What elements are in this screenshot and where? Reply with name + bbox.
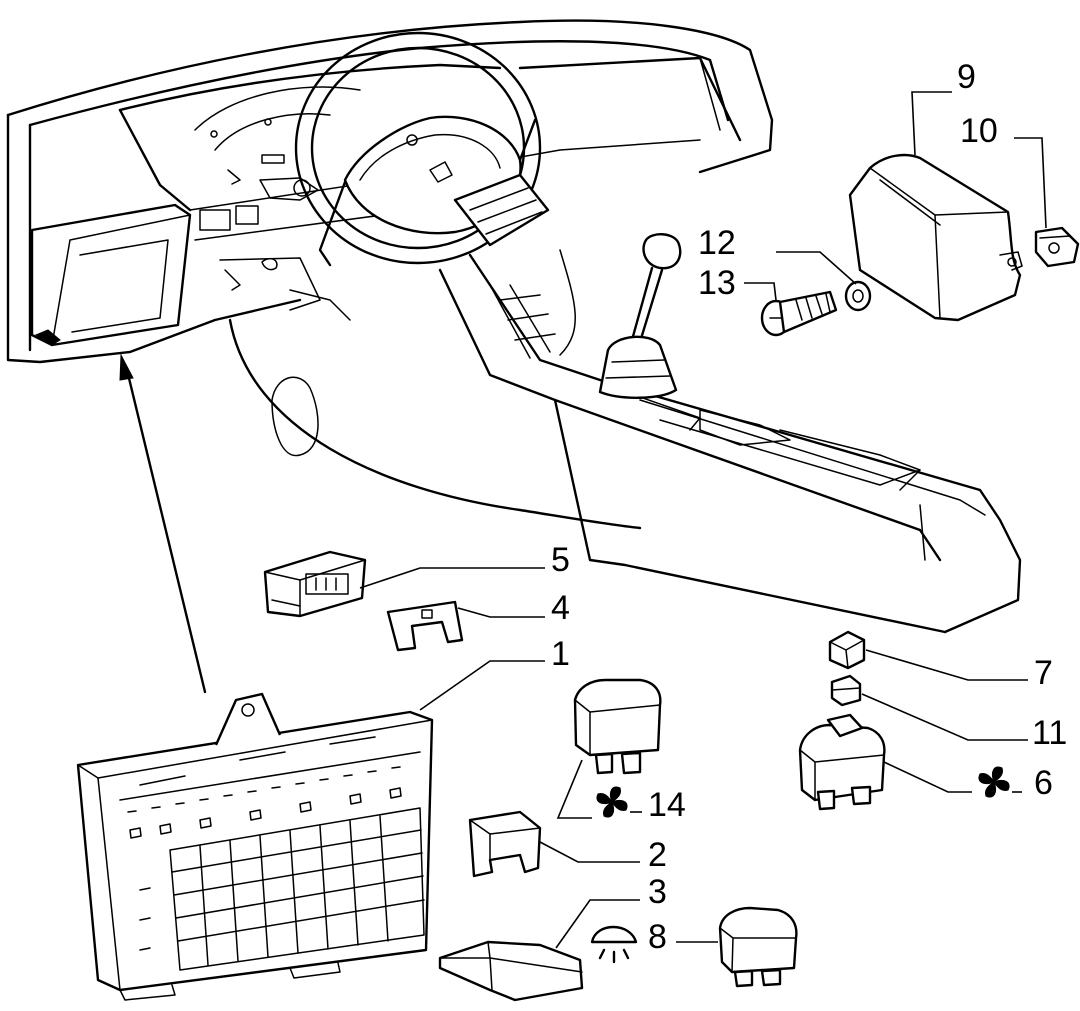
location-arrow: [119, 353, 207, 694]
fan-symbol-icon: [978, 766, 1010, 798]
lamp-symbol-icon: [590, 925, 638, 964]
callout-1: 1: [551, 635, 570, 673]
callout-7: 7: [1034, 654, 1053, 692]
part-2-bracket: [468, 810, 542, 878]
callout-5: 5: [551, 541, 570, 579]
part-14-relay: [573, 678, 662, 775]
callout-9: 9: [957, 58, 976, 96]
callout-labels: 9 10 12 13 5 4 1 7 11 6 14 2 3 8: [551, 58, 1067, 956]
callout-6: 6: [1034, 764, 1053, 802]
callout-8: 8: [648, 918, 667, 956]
part-6-relay: [798, 713, 886, 811]
part-13-screw: [760, 290, 838, 337]
callout-2: 2: [648, 836, 667, 874]
part-12-washer: [844, 280, 872, 312]
part-11-diode: [830, 674, 862, 707]
part-3-maxi-fuse: [438, 940, 584, 1002]
part-10-clip: [1034, 226, 1080, 268]
part-9-control-unit: [848, 153, 1023, 322]
callout-4: 4: [551, 589, 570, 627]
callout-14: 14: [648, 786, 686, 824]
part-7-cap: [828, 630, 866, 670]
dashboard-illustration: [6, 19, 1022, 634]
callout-11: 11: [1032, 714, 1067, 752]
callout-3: 3: [648, 873, 667, 911]
callout-12: 12: [698, 224, 736, 262]
callout-10: 10: [960, 112, 998, 150]
fan-symbol-icon: [596, 786, 628, 818]
part-8-relay: [718, 906, 798, 988]
callout-13: 13: [698, 264, 736, 302]
part-1-fuse-box: [76, 692, 434, 1001]
part-5-connector: [263, 550, 367, 618]
leader-lines: [359, 91, 1047, 949]
part-4-fuse-puller: [386, 600, 464, 652]
